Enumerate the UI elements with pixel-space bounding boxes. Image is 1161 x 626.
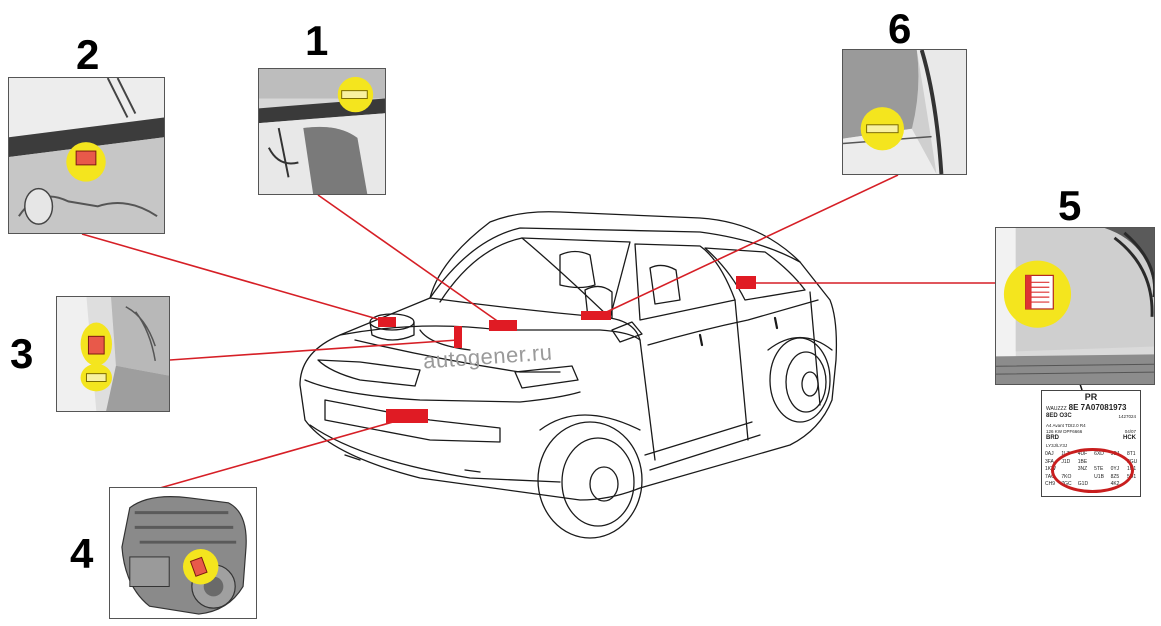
label-heading: PR <box>1084 392 1098 402</box>
label-code: 1KW <box>1045 466 1056 472</box>
label-row1-left: A4 Avant TDI2.0 R4 <box>1046 423 1086 428</box>
inset-3-door-pillar <box>56 296 170 412</box>
highlight-ring <box>1051 448 1134 493</box>
label-engine-line: 8ED O3C <box>1046 413 1072 419</box>
label-row2-right: 04/07 <box>1124 429 1136 434</box>
label-code: CH9 <box>1045 481 1056 487</box>
callout-number-1: 1 <box>305 17 329 64</box>
callout-number-4: 4 <box>70 530 94 577</box>
label-code: 8GU <box>1126 458 1138 465</box>
location-markers <box>378 276 756 423</box>
label-code <box>1127 481 1139 489</box>
inset-4-engine-block <box>109 487 257 619</box>
label-vin: 8E 7A07081973 <box>1068 403 1127 412</box>
label-code: 8T1 <box>1126 451 1136 457</box>
label-row3-right: HCK <box>1123 435 1136 441</box>
callout-number-3: 3 <box>10 330 34 377</box>
leader-lines <box>81 174 998 489</box>
callout-number-5: 5 <box>1058 182 1082 229</box>
inset-2-engine-bay <box>8 77 165 234</box>
label-ref-code: 1427024 <box>1118 414 1136 419</box>
inset-1-windscreen <box>258 68 386 195</box>
label-row3-left: BRD <box>1046 435 1059 441</box>
callout-number-6: 6 <box>888 5 912 52</box>
label-code: 0AJ <box>1045 451 1054 457</box>
inset-6-windscreen-corner <box>842 49 967 175</box>
inset-5-spare-wheel-well <box>995 227 1155 385</box>
label-row2-left: 126 KW DPF6666 <box>1046 429 1083 434</box>
label-code: 3FA <box>1045 458 1054 465</box>
label-vin-prefix: WAUZZZ <box>1046 406 1067 412</box>
label-row4-left: LY3J/LY3J <box>1046 443 1068 448</box>
callout-number-2: 2 <box>76 31 100 78</box>
label-code: 7AO <box>1045 473 1056 480</box>
